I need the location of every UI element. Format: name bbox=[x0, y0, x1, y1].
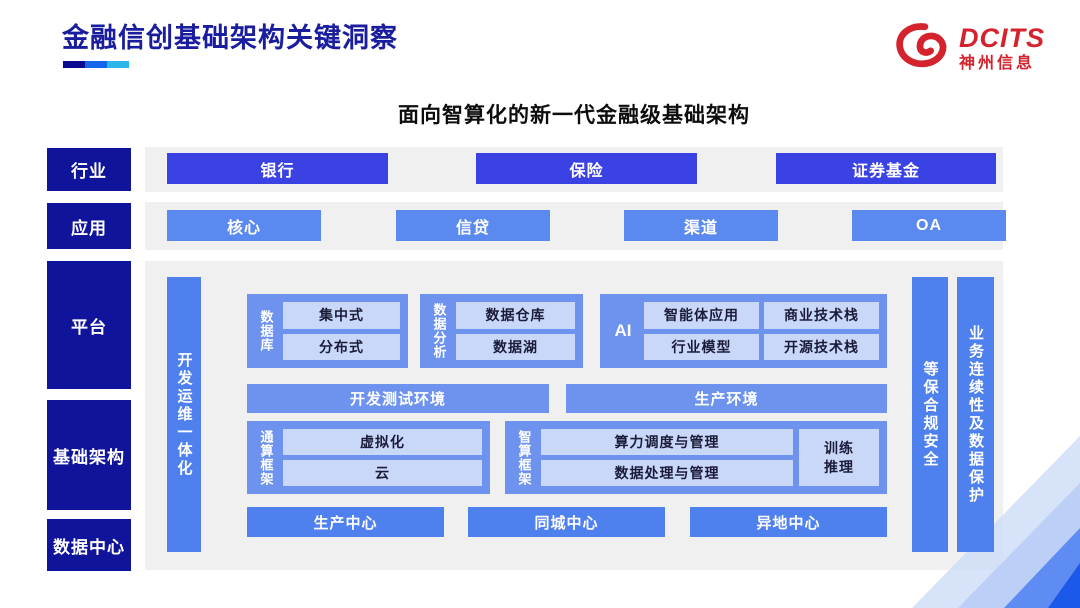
intelligent-compute-label: 智算框架 bbox=[516, 429, 532, 486]
logo-company: 神州信息 bbox=[959, 54, 1036, 72]
item-compute-scheduling: 算力调度与管理 bbox=[541, 429, 793, 455]
page-title: 金融信创基础架构关键洞察 bbox=[62, 23, 398, 53]
intelligent-compute-stack: 算力调度与管理 数据处理与管理 bbox=[541, 429, 793, 486]
item-data-lake: 数据湖 bbox=[456, 333, 575, 360]
analytics-items: 数据仓库 数据湖 bbox=[456, 302, 575, 360]
same-city-center: 同城中心 bbox=[468, 507, 665, 537]
devops-bar: 开发运维一体化 bbox=[167, 277, 201, 552]
intelligent-compute-items: 算力调度与管理 数据处理与管理 训练 推理 bbox=[541, 429, 879, 486]
item-agent-app: 智能体应用 bbox=[644, 302, 759, 329]
ai-group-label: AI bbox=[614, 321, 632, 340]
logo-text: DCITS 神州信息 bbox=[959, 24, 1045, 72]
business-continuity-label: 业务连续性及数据保护 bbox=[967, 324, 984, 505]
rail-infrastructure: 基础架构 bbox=[47, 400, 131, 510]
item-industry-model: 行业模型 bbox=[644, 333, 759, 360]
analytics-group: 数据分析 数据仓库 数据湖 bbox=[420, 294, 583, 368]
production-env: 生产环境 bbox=[566, 384, 887, 413]
dev-test-env: 开发测试环境 bbox=[247, 384, 549, 413]
underline-segment-cyan bbox=[107, 61, 129, 68]
item-cloud: 云 bbox=[283, 460, 482, 486]
devops-bar-label: 开发运维一体化 bbox=[175, 351, 193, 478]
ai-group: AI 智能体应用 商业技术栈 行业模型 开源技术栈 bbox=[600, 294, 887, 368]
logo-brand: DCITS bbox=[959, 23, 1045, 54]
app-oa: OA bbox=[852, 210, 1006, 241]
app-channel: 渠道 bbox=[624, 210, 778, 241]
security-compliance-label: 等保合规安全 bbox=[921, 360, 939, 469]
item-centralized: 集中式 bbox=[283, 302, 400, 329]
app-credit: 信贷 bbox=[396, 210, 550, 241]
general-compute-group: 通算框架 虚拟化 云 bbox=[247, 421, 490, 494]
company-logo: DCITS 神州信息 bbox=[893, 20, 1045, 77]
database-items: 集中式 分布式 bbox=[283, 302, 400, 360]
logo-swirl-icon bbox=[893, 20, 951, 77]
item-distributed: 分布式 bbox=[283, 333, 400, 360]
item-data-warehouse: 数据仓库 bbox=[456, 302, 575, 329]
item-virtualization: 虚拟化 bbox=[283, 429, 482, 455]
underline-segment-dark bbox=[63, 61, 85, 68]
industry-securities: 证券基金 bbox=[776, 153, 996, 184]
intelligent-compute-group: 智算框架 算力调度与管理 数据处理与管理 训练 推理 bbox=[505, 421, 887, 494]
item-opensource-stack: 开源技术栈 bbox=[764, 333, 879, 360]
general-compute-items: 虚拟化 云 bbox=[283, 429, 482, 486]
security-compliance-bar: 等保合规安全 bbox=[912, 277, 948, 552]
remote-center: 异地中心 bbox=[690, 507, 887, 537]
business-continuity-bar: 业务连续性及数据保护 bbox=[957, 277, 994, 552]
ai-items: 智能体应用 商业技术栈 行业模型 开源技术栈 bbox=[644, 302, 879, 360]
item-data-processing: 数据处理与管理 bbox=[541, 460, 793, 486]
general-compute-label: 通算框架 bbox=[258, 429, 274, 486]
production-center: 生产中心 bbox=[247, 507, 444, 537]
item-training-inference: 训练 推理 bbox=[799, 429, 879, 486]
rail-platform: 平台 bbox=[47, 261, 131, 389]
analytics-group-label: 数据分析 bbox=[431, 303, 447, 359]
diagram-title: 面向智算化的新一代金融级基础架构 bbox=[398, 104, 750, 127]
app-core: 核心 bbox=[167, 210, 321, 241]
item-commercial-stack: 商业技术栈 bbox=[764, 302, 879, 329]
database-group: 数据库 集中式 分布式 bbox=[247, 294, 408, 368]
rail-industry: 行业 bbox=[47, 148, 131, 191]
title-underline bbox=[63, 61, 129, 68]
rail-application: 应用 bbox=[47, 203, 131, 249]
underline-segment-blue bbox=[85, 61, 107, 68]
industry-bank: 银行 bbox=[167, 153, 388, 184]
rail-datacenter: 数据中心 bbox=[47, 519, 131, 571]
industry-insurance: 保险 bbox=[476, 153, 697, 184]
database-group-label: 数据库 bbox=[258, 310, 274, 352]
